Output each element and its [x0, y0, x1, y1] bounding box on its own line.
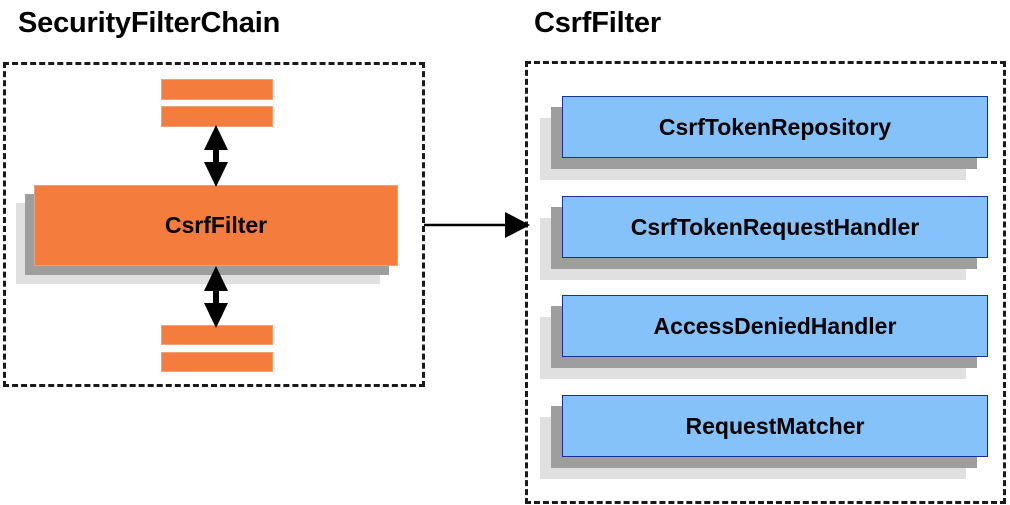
component-label-request-matcher: RequestMatcher	[562, 395, 988, 457]
component-label-access-denied-handler: AccessDeniedHandler	[562, 295, 988, 357]
connector-arrow-right	[424, 212, 530, 238]
group-box-csrf-filter	[525, 61, 1006, 504]
filter-slab-bottom-2	[161, 352, 273, 372]
panel-title-security-filter-chain: SecurityFilterChain	[18, 7, 281, 39]
panel-title-csrf-filter: CsrfFilter	[534, 7, 661, 39]
filter-slab-top-2	[161, 106, 273, 127]
filter-slab-bottom-1	[161, 325, 273, 345]
component-label-csrf-token-repository: CsrfTokenRepository	[562, 96, 988, 158]
filter-slab-top-1	[161, 79, 273, 100]
group-box-security-filter-chain	[3, 62, 425, 387]
component-box-csrf-filter[interactable]: CsrfFilter	[16, 185, 398, 284]
component-box-request-matcher[interactable]: RequestMatcher	[540, 395, 988, 479]
component-box-access-denied-handler[interactable]: AccessDeniedHandler	[540, 295, 988, 379]
component-box-csrf-token-repository[interactable]: CsrfTokenRepository	[540, 96, 988, 180]
component-box-csrf-token-request-handler[interactable]: CsrfTokenRequestHandler	[540, 196, 988, 280]
component-label-csrf-filter: CsrfFilter	[34, 185, 398, 266]
component-label-csrf-token-request-handler: CsrfTokenRequestHandler	[562, 196, 988, 258]
